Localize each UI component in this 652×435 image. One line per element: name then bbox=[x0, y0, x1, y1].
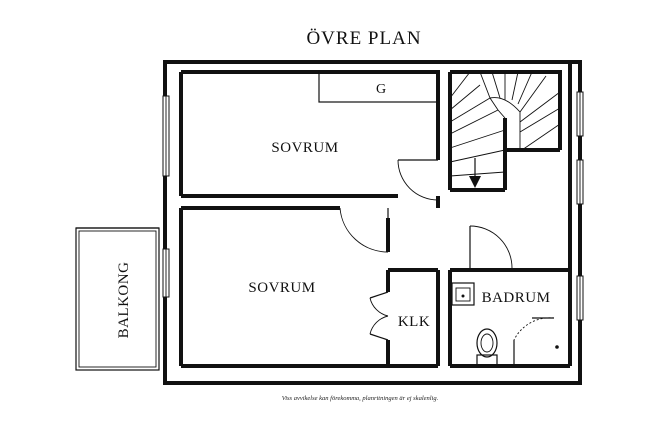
balcony: BALKONG bbox=[75, 227, 160, 371]
plan-title: ÖVRE PLAN bbox=[306, 28, 421, 49]
balcony-label: BALKONG bbox=[116, 262, 132, 339]
window-left-lower bbox=[162, 248, 170, 298]
window-right-stair bbox=[576, 91, 584, 137]
lower-bedroom-walls: SOVRUM bbox=[179, 206, 390, 368]
bathroom: BADRUM bbox=[448, 62, 572, 368]
upper-bedroom-walls: G SOVRUM bbox=[179, 70, 440, 208]
door-closet bbox=[369, 291, 389, 341]
bedroom-upper-label: SOVRUM bbox=[271, 140, 338, 156]
closet-label: KLK bbox=[398, 314, 430, 330]
shower-screen bbox=[513, 317, 559, 365]
window-left-upper bbox=[162, 95, 170, 177]
bedroom-lower-label: SOVRUM bbox=[248, 280, 315, 296]
stairs bbox=[448, 70, 562, 192]
bathroom-label: BADRUM bbox=[482, 290, 551, 306]
toilet bbox=[476, 328, 498, 366]
stair-direction-arrow bbox=[469, 176, 481, 188]
footnote: Viss avvikelse kan förekomma, planritnin… bbox=[282, 395, 439, 402]
door-lower-bedroom bbox=[339, 207, 389, 253]
wardrobe-g bbox=[318, 71, 439, 103]
door-bathroom bbox=[469, 225, 513, 269]
sink bbox=[451, 282, 475, 306]
door-upper-bedroom bbox=[397, 159, 439, 201]
window-right-bath bbox=[576, 275, 584, 321]
closet: KLK bbox=[386, 268, 440, 368]
window-right-hall bbox=[576, 159, 584, 205]
wardrobe-g-label: G bbox=[376, 82, 386, 97]
